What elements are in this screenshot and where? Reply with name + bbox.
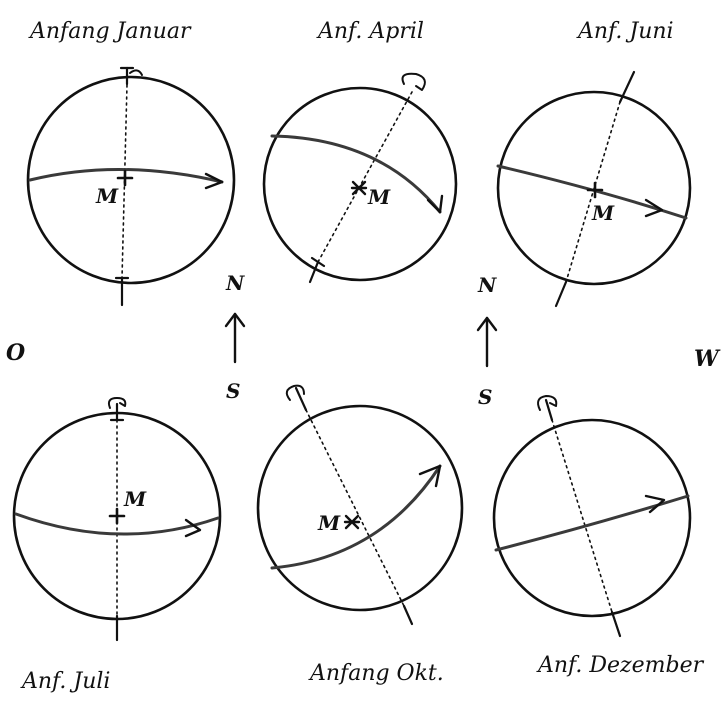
center-mark-icon bbox=[345, 516, 359, 528]
center-label: M bbox=[367, 185, 391, 209]
north-label: N bbox=[477, 273, 497, 297]
panel-april: M bbox=[264, 74, 456, 282]
rotation-axis bbox=[306, 410, 404, 606]
compass-right: N S bbox=[477, 273, 497, 409]
south-label: S bbox=[226, 379, 240, 403]
sphere-outline bbox=[494, 420, 690, 616]
center-mark-icon bbox=[118, 171, 132, 185]
axis-bottom-tick bbox=[404, 606, 412, 624]
center-label: M bbox=[123, 487, 147, 511]
panel-january: M bbox=[28, 68, 234, 305]
center-label: M bbox=[317, 511, 341, 535]
axis-bottom-tick bbox=[556, 282, 566, 306]
sphere-outline bbox=[28, 77, 234, 283]
rotation-arrow-icon bbox=[403, 74, 425, 90]
panel-june: M bbox=[498, 72, 690, 306]
axis-bottom-tick bbox=[310, 262, 318, 282]
center-mark-icon bbox=[352, 182, 366, 194]
west-label: W bbox=[694, 346, 721, 372]
north-label: N bbox=[225, 271, 245, 295]
center-label: M bbox=[95, 184, 119, 208]
axis-bottom-tick bbox=[612, 612, 620, 636]
sphere-outline bbox=[264, 88, 456, 280]
title-january: Anfang Januar bbox=[28, 19, 192, 44]
panel-october: M bbox=[258, 386, 462, 624]
rotation-axis bbox=[318, 92, 412, 262]
title-december: Anf. Dezember bbox=[536, 653, 705, 678]
center-mark-icon bbox=[110, 509, 124, 523]
center-label: M bbox=[591, 201, 615, 225]
sun-path bbox=[272, 136, 440, 212]
title-october: Anfang Okt. bbox=[308, 661, 444, 686]
sphere-outline bbox=[258, 406, 462, 610]
center-mark-icon bbox=[588, 183, 602, 197]
rotation-axis bbox=[552, 420, 612, 612]
rotation-arrow-icon bbox=[130, 70, 142, 75]
compass-left: N S bbox=[225, 271, 245, 403]
title-june: Anf. Juni bbox=[576, 19, 674, 44]
title-july: Anf. Juli bbox=[20, 669, 110, 694]
rotation-axis bbox=[566, 102, 620, 282]
panel-december bbox=[494, 396, 690, 636]
title-april: Anf. April bbox=[316, 19, 424, 44]
panel-july: M bbox=[14, 398, 220, 640]
south-label: S bbox=[478, 385, 492, 409]
east-label: O bbox=[6, 340, 25, 366]
